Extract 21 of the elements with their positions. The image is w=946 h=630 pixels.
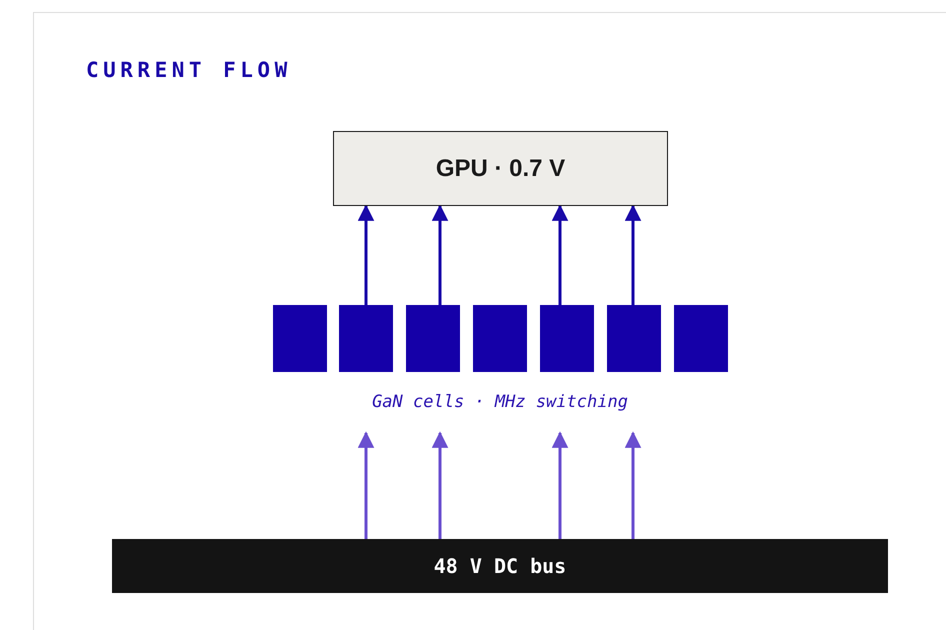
cell-block xyxy=(273,305,327,372)
cell-block xyxy=(339,305,393,372)
arrow xyxy=(552,431,568,539)
cell-block xyxy=(540,305,594,372)
arrow xyxy=(358,204,374,305)
cell-block xyxy=(473,305,527,372)
cell-block xyxy=(607,305,661,372)
arrow xyxy=(624,431,642,539)
section-title: CURRENT FLOW xyxy=(86,58,292,82)
arrow xyxy=(432,431,448,539)
arrow xyxy=(358,431,374,539)
arrow xyxy=(552,204,568,305)
bus-label: 48 V DC bus xyxy=(434,554,566,578)
cell-block xyxy=(674,305,728,372)
gpu-box xyxy=(333,131,668,206)
caption-text: GaN cells · MHz switching xyxy=(371,392,629,412)
cell-block xyxy=(406,305,460,372)
arrow xyxy=(432,204,448,305)
arrow xyxy=(624,204,642,305)
node-label: GPU · 0.7 V xyxy=(436,154,566,182)
bus-bar xyxy=(112,539,888,593)
